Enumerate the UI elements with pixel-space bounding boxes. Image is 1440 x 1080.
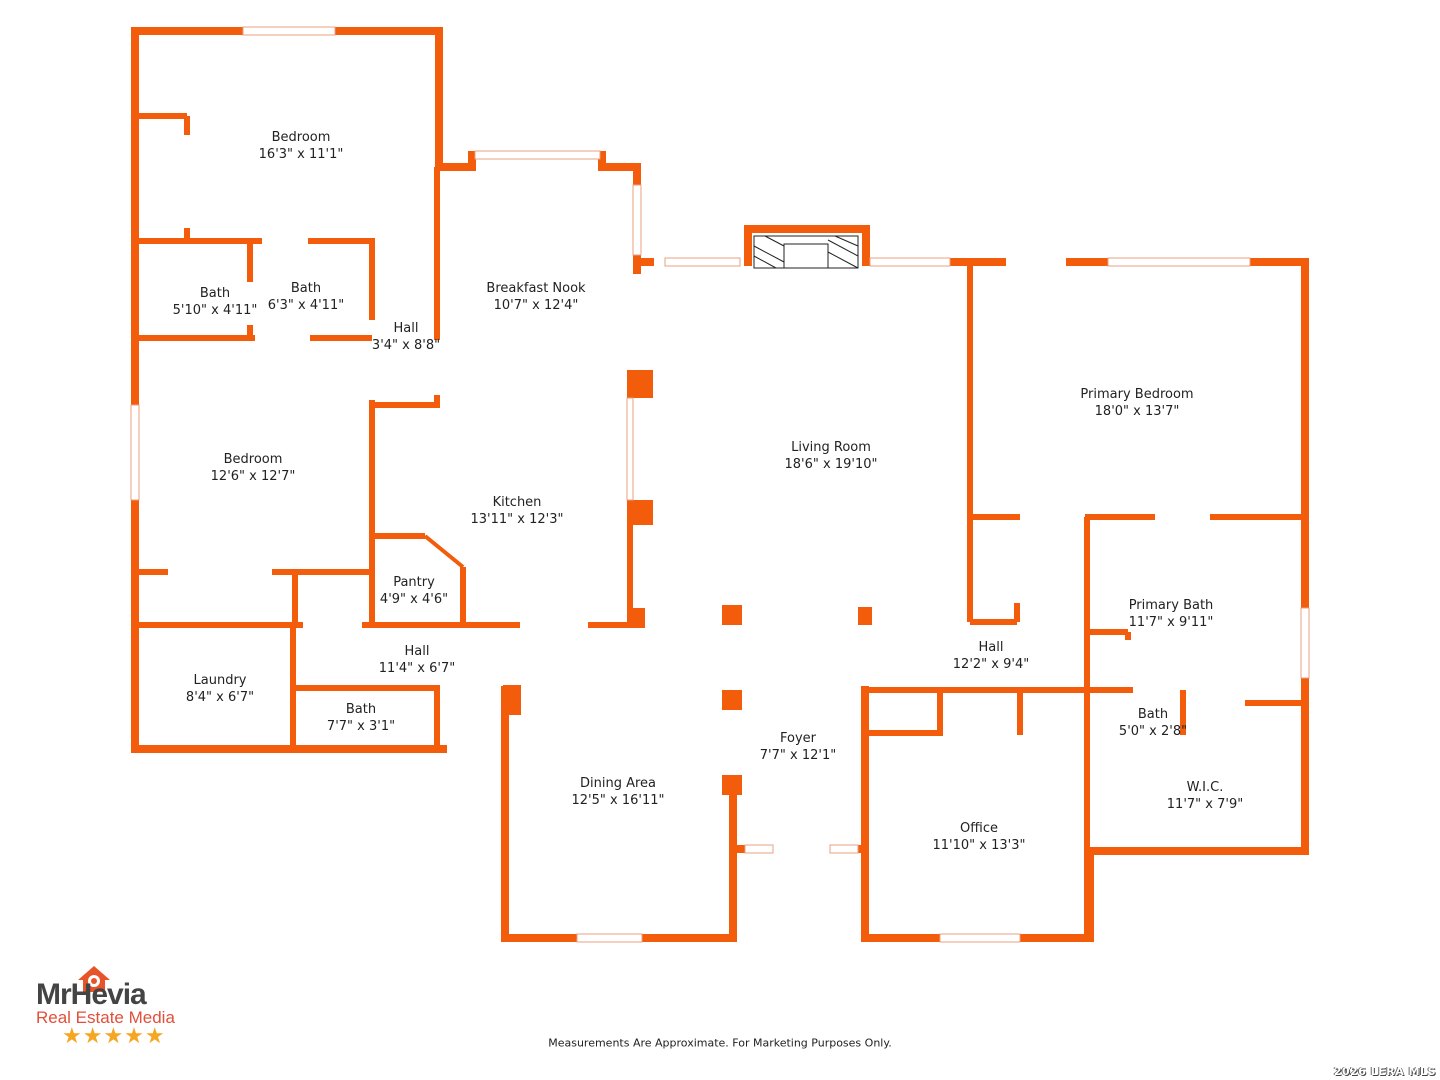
room-name: Laundry xyxy=(193,673,247,688)
watermark: 2026 LERA MLS xyxy=(1333,1065,1436,1078)
room-label-bedroom-2: Bedroom 12'6" x 12'7" xyxy=(211,451,296,485)
room-label-office: Office 11'10" x 13'3" xyxy=(933,820,1026,854)
room-name: Breakfast Nook xyxy=(486,281,586,296)
room-name: Office xyxy=(960,821,998,836)
room-dims: 7'7" x 3'1" xyxy=(326,719,396,734)
room-label-laundry: Laundry 8'4" x 6'7" xyxy=(186,672,254,706)
room-name: Bedroom xyxy=(271,130,331,145)
room-label-living-room: Living Room 18'6" x 19'10" xyxy=(785,439,878,473)
room-label-bath-3: Bath 7'7" x 3'1" xyxy=(327,701,395,735)
room-name: Hall xyxy=(978,640,1004,655)
room-label-hall-1: Hall 3'4" x 8'8" xyxy=(372,320,440,354)
room-name: Bath xyxy=(1137,707,1169,722)
interior-walls xyxy=(135,113,1303,938)
room-dims: 12'2" x 9'4" xyxy=(952,657,1030,672)
pantry-angled-wall xyxy=(423,534,465,569)
room-name: Hall xyxy=(404,644,430,659)
company-logo: MrHevia Real Estate Media ★★★★★ xyxy=(34,962,204,1052)
room-label-breakfast-nook: Breakfast Nook 10'7" x 12'4" xyxy=(486,280,585,314)
room-name: Dining Area xyxy=(579,776,656,791)
room-dims: 12'5" x 16'11" xyxy=(571,793,665,808)
room-label-hall-3: Hall 12'2" x 9'4" xyxy=(953,639,1029,673)
room-dims: 11'7" x 7'9" xyxy=(1166,797,1244,812)
room-name: Primary Bath xyxy=(1128,598,1214,613)
room-label-bedroom-1: Bedroom 16'3" x 11'1" xyxy=(259,129,344,163)
room-label-foyer: Foyer 7'7" x 12'1" xyxy=(760,730,836,764)
room-dims: 12'6" x 12'7" xyxy=(210,469,296,484)
room-dims: 16'3" x 11'1" xyxy=(258,147,344,162)
room-label-dining-area: Dining Area 12'5" x 16'11" xyxy=(572,775,665,809)
room-name: Bath xyxy=(290,281,322,296)
room-dims: 5'0" x 2'8" xyxy=(1118,724,1188,739)
room-label-primary-bath: Primary Bath 11'7" x 9'11" xyxy=(1129,597,1214,631)
windows xyxy=(130,26,1310,943)
fireplace xyxy=(753,235,859,269)
room-dims: 5'10" x 4'11" xyxy=(172,303,258,318)
room-dims: 6'3" x 4'11" xyxy=(267,298,345,313)
room-name: Primary Bedroom xyxy=(1080,387,1194,402)
room-dims: 11'4" x 6'7" xyxy=(378,661,456,676)
room-name: W.I.C. xyxy=(1186,780,1224,795)
room-dims: 4'9" x 4'6" xyxy=(379,592,449,607)
room-name: Bath xyxy=(345,702,377,717)
room-dims: 8'4" x 6'7" xyxy=(185,690,255,705)
house-camera-icon xyxy=(78,966,110,992)
room-label-bath-2: Bath 6'3" x 4'11" xyxy=(268,280,344,314)
room-dims: 7'7" x 12'1" xyxy=(759,748,837,763)
room-name: Hall xyxy=(393,321,419,336)
room-dims: 13'11" x 12'3" xyxy=(470,512,564,527)
logo-subtitle: Real Estate Media xyxy=(36,1008,175,1027)
room-label-pantry: Pantry 4'9" x 4'6" xyxy=(380,574,448,608)
room-label-hall-2: Hall 11'4" x 6'7" xyxy=(379,643,455,677)
room-dims: 11'10" x 13'3" xyxy=(932,838,1026,853)
room-name: Bedroom xyxy=(223,452,283,467)
room-name: Pantry xyxy=(393,575,435,590)
disclaimer: Measurements Are Approximate. For Market… xyxy=(548,1036,892,1050)
room-name: Kitchen xyxy=(492,495,542,510)
room-dims: 18'6" x 19'10" xyxy=(784,457,878,472)
exterior-walls xyxy=(131,27,1309,942)
room-label-primary-bedroom: Primary Bedroom 18'0" x 13'7" xyxy=(1080,386,1193,420)
room-label-wic: W.I.C. 11'7" x 7'9" xyxy=(1167,779,1243,813)
logo-title: MrHevia xyxy=(36,978,147,1011)
room-dims: 18'0" x 13'7" xyxy=(1094,404,1180,419)
room-label-kitchen: Kitchen 13'11" x 12'3" xyxy=(471,494,564,528)
room-label-bath-1: Bath 5'10" x 4'11" xyxy=(173,285,258,319)
star-rating-icon: ★★★★★ xyxy=(62,1024,166,1049)
room-dims: 3'4" x 8'8" xyxy=(371,338,441,353)
room-name: Living Room xyxy=(791,440,871,455)
room-name: Foyer xyxy=(779,731,817,746)
room-dims: 11'7" x 9'11" xyxy=(1128,615,1214,630)
room-name: Bath xyxy=(199,286,231,301)
room-dims: 10'7" x 12'4" xyxy=(493,298,579,313)
room-label-bath-4: Bath 5'0" x 2'8" xyxy=(1119,706,1187,740)
pillars xyxy=(503,370,872,795)
